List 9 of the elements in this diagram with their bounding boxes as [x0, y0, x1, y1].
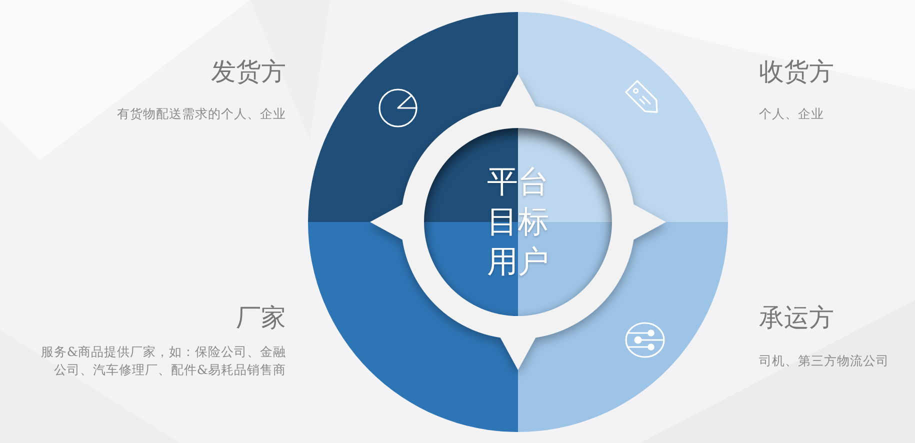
- role-heading: 承运方: [759, 303, 834, 333]
- role-description: 服务&商品提供厂家，如：保险公司、金融公司、汽车修理厂、配件&易耗品销售商: [40, 343, 286, 379]
- role-description: 有货物配送需求的个人、企业: [117, 105, 286, 123]
- center-title: 平台目标用户: [487, 162, 549, 282]
- role-description: 个人、企业: [759, 105, 824, 123]
- role-heading: 发货方: [211, 57, 286, 87]
- role-description: 司机、第三方物流公司: [759, 352, 889, 370]
- role-heading: 厂家: [236, 303, 286, 333]
- role-heading: 收货方: [759, 57, 834, 87]
